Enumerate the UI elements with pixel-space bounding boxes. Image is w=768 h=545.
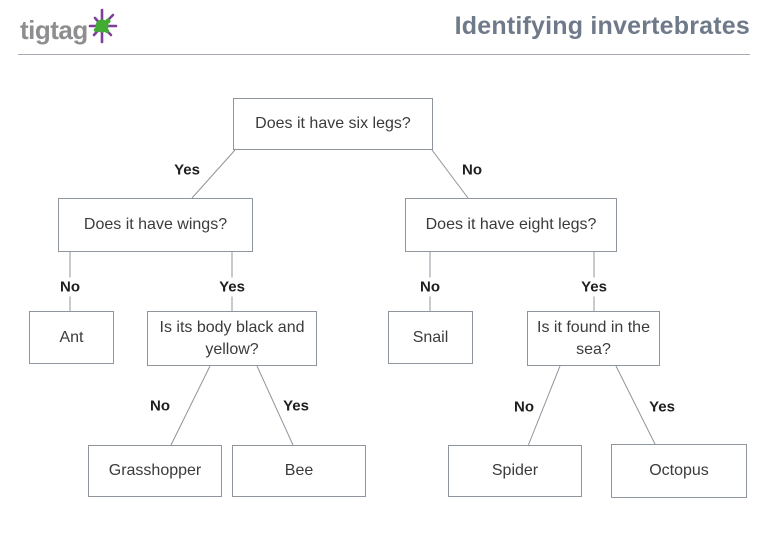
- edge-label-yes-to-black-yellow: Yes: [214, 277, 250, 297]
- edge-label-yes-to-bee: Yes: [283, 397, 309, 415]
- tigtag-logo: tigtag: [20, 8, 122, 50]
- splat-icon: [86, 4, 122, 53]
- edge-label-no-to-ant: No: [55, 277, 85, 297]
- edge-label-no-to-snail: No: [415, 277, 445, 297]
- node-question-six-legs: Does it have six legs?: [233, 98, 433, 150]
- edge-label-no-to-eight-legs: No: [462, 161, 482, 179]
- node-answer-spider: Spider: [448, 445, 582, 497]
- node-answer-bee: Bee: [232, 445, 366, 497]
- edge-label-no-to-spider: No: [514, 398, 534, 416]
- edge-label-yes-to-wings: Yes: [174, 161, 200, 179]
- node-answer-octopus: Octopus: [611, 444, 747, 498]
- node-question-wings: Does it have wings?: [58, 198, 253, 252]
- logo-text: tigtag: [20, 14, 88, 45]
- node-question-black-yellow: Is its body black and yellow?: [147, 311, 317, 366]
- node-answer-grasshopper: Grasshopper: [88, 445, 222, 497]
- page-title: Identifying invertebrates: [454, 12, 750, 40]
- edge-label-no-to-grasshopper: No: [150, 397, 170, 415]
- header-divider: [18, 54, 750, 55]
- node-question-sea: Is it found in the sea?: [527, 311, 660, 366]
- edge-label-yes-to-sea: Yes: [576, 277, 612, 297]
- node-question-eight-legs: Does it have eight legs?: [405, 198, 617, 252]
- edge-label-yes-to-octopus: Yes: [649, 398, 675, 416]
- node-answer-ant: Ant: [29, 311, 114, 364]
- node-answer-snail: Snail: [388, 311, 473, 364]
